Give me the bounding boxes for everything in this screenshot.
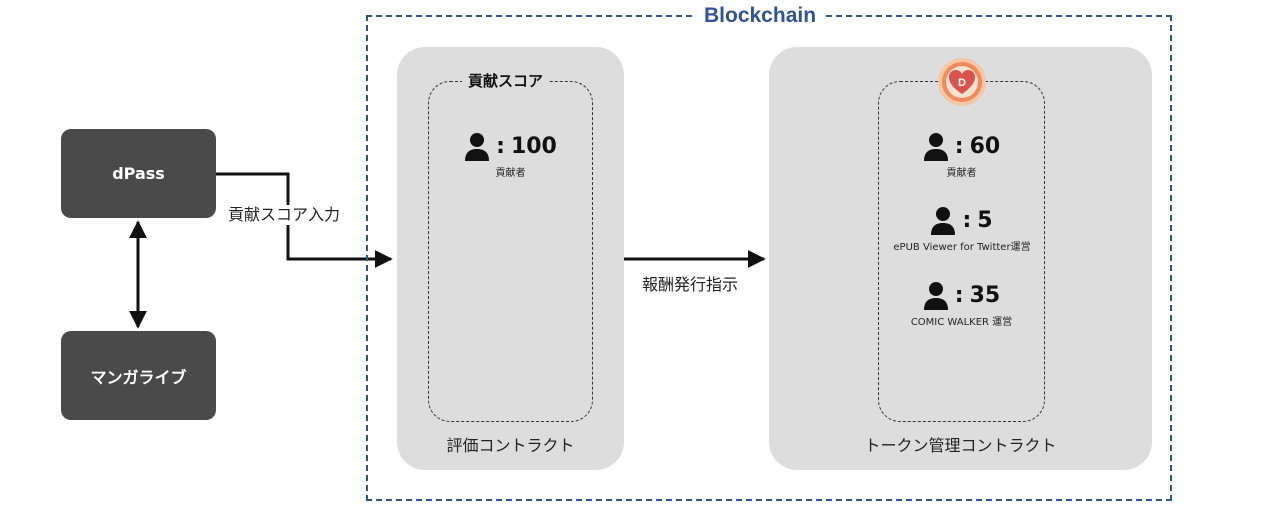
dpass-label: dPass xyxy=(112,164,165,183)
evaluation-contract-caption: 評価コントラクト xyxy=(446,436,575,455)
person-icon xyxy=(465,133,490,161)
colon-separator: : xyxy=(496,134,505,159)
colon-separator: : xyxy=(962,208,972,233)
person-icon xyxy=(923,133,948,161)
token-entry: : 5 xyxy=(878,206,1045,236)
entry-value: 5 xyxy=(977,208,993,233)
contribution-score-title: 貢献スコア xyxy=(462,71,550,91)
entry-value: 60 xyxy=(969,134,1001,159)
score-input-label: 貢献スコア入力 xyxy=(226,205,343,225)
colon-separator: : xyxy=(954,134,964,159)
colon-separator: : xyxy=(954,283,964,308)
token-contract-panel xyxy=(769,47,1152,470)
entry-label: COMIC WALKER 運営 xyxy=(910,317,1013,328)
entry-label: ePUB Viewer for Twitter運営 xyxy=(893,242,1031,253)
token-entry: : 60 xyxy=(878,132,1045,162)
manga-live-node: マンガライブ xyxy=(61,331,216,420)
person-icon xyxy=(923,282,948,310)
manga-live-label: マンガライブ xyxy=(90,367,187,387)
token-logo-icon: D xyxy=(938,58,986,106)
token-entry: : 35 xyxy=(878,281,1045,311)
evaluation-entry: : 100 xyxy=(428,132,593,162)
person-icon xyxy=(931,207,956,235)
entry-value: 100 xyxy=(510,134,557,159)
token-contract-caption: トークン管理コントラクト xyxy=(864,436,1057,455)
dpass-node: dPass xyxy=(61,129,216,218)
evaluation-contract-panel xyxy=(397,47,624,470)
reward-issue-label: 報酬発行指示 xyxy=(642,275,739,294)
token-logo-letter: D xyxy=(958,77,966,89)
entry-label: 貢献者 xyxy=(946,168,977,179)
entry-label: 貢献者 xyxy=(495,168,526,179)
entry-value: 35 xyxy=(969,283,1001,308)
blockchain-title: Blockchain xyxy=(696,2,825,30)
